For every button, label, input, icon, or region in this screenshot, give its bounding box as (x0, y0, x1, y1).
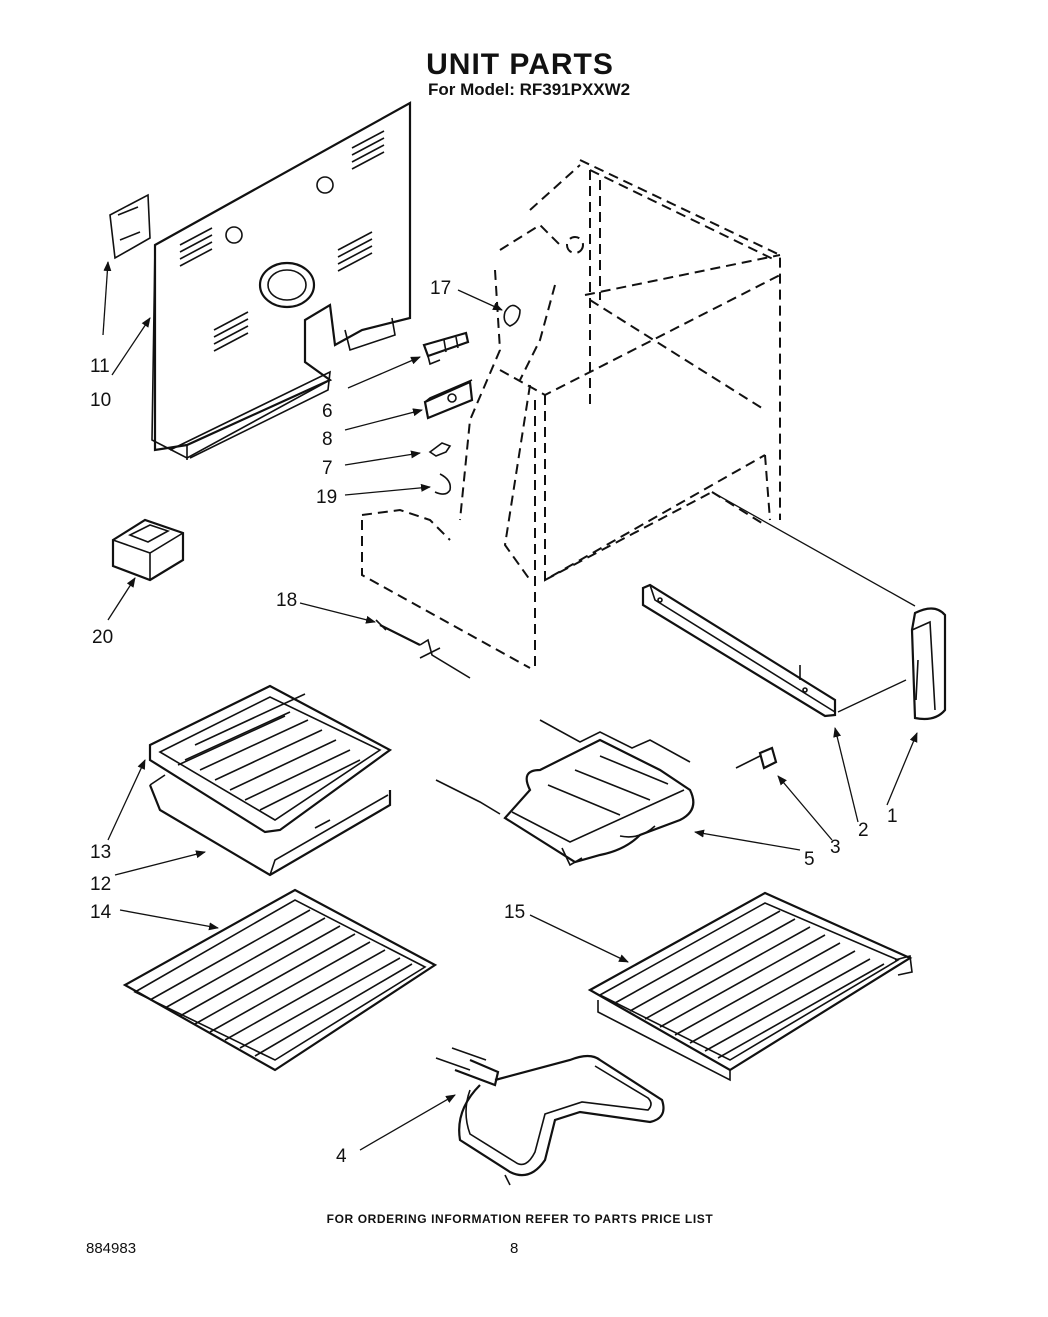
callout-15: 15 (504, 902, 525, 923)
part-3-clip (735, 746, 778, 770)
callout-13: 13 (90, 842, 111, 863)
cabinet-outline (361, 159, 781, 669)
callout-6: 6 (322, 401, 333, 422)
part-1-end-cap (910, 607, 947, 721)
callout-10: 10 (90, 390, 111, 411)
leader-lines (102, 261, 918, 1151)
callout-7: 7 (322, 458, 333, 479)
page-number: 8 (510, 1240, 519, 1257)
part-4-bake-element (435, 1047, 665, 1186)
part-13-broiler-grid (148, 684, 393, 834)
part-14-oven-rack (122, 888, 438, 1072)
callout-8: 8 (322, 429, 333, 450)
insulation-part-11 (109, 193, 151, 260)
callout-12: 12 (90, 874, 111, 895)
model-subtitle: For Model: RF391PXXW2 (428, 80, 631, 99)
callout-4: 4 (336, 1146, 347, 1167)
part-18-oven-sensor (375, 619, 471, 679)
part-8-bracket (423, 379, 474, 420)
page-title: UNIT PARTS (426, 48, 614, 81)
part-6-terminal-block (422, 331, 470, 366)
callout-1: 1 (887, 806, 898, 827)
part-2-side-trim (641, 583, 837, 718)
callout-2: 2 (858, 820, 869, 841)
part-15-oven-rack (587, 891, 913, 1082)
callout-3: 3 (830, 837, 841, 858)
callout-17: 17 (430, 278, 451, 299)
callout-18: 18 (276, 590, 297, 611)
part-20-control-box (111, 518, 185, 582)
callout-11: 11 (90, 356, 110, 377)
callout-20: 20 (92, 627, 113, 648)
part-17-grommet (503, 304, 521, 327)
part-5-broil-element (435, 719, 695, 867)
part-19-wire-hook (434, 473, 452, 495)
callout-14: 14 (90, 902, 112, 923)
back-panel-part-10 (151, 101, 412, 460)
callout-numbers: 11 10 17 6 8 7 19 20 18 1 2 3 5 13 12 14… (90, 278, 898, 1167)
callout-5: 5 (804, 849, 815, 870)
part-7-clip (428, 442, 452, 457)
part-12-broiler-pan (148, 774, 392, 877)
document-number: 884983 (86, 1240, 137, 1257)
ordering-note: FOR ORDERING INFORMATION REFER TO PARTS … (326, 1212, 714, 1226)
callout-19: 19 (316, 487, 337, 508)
